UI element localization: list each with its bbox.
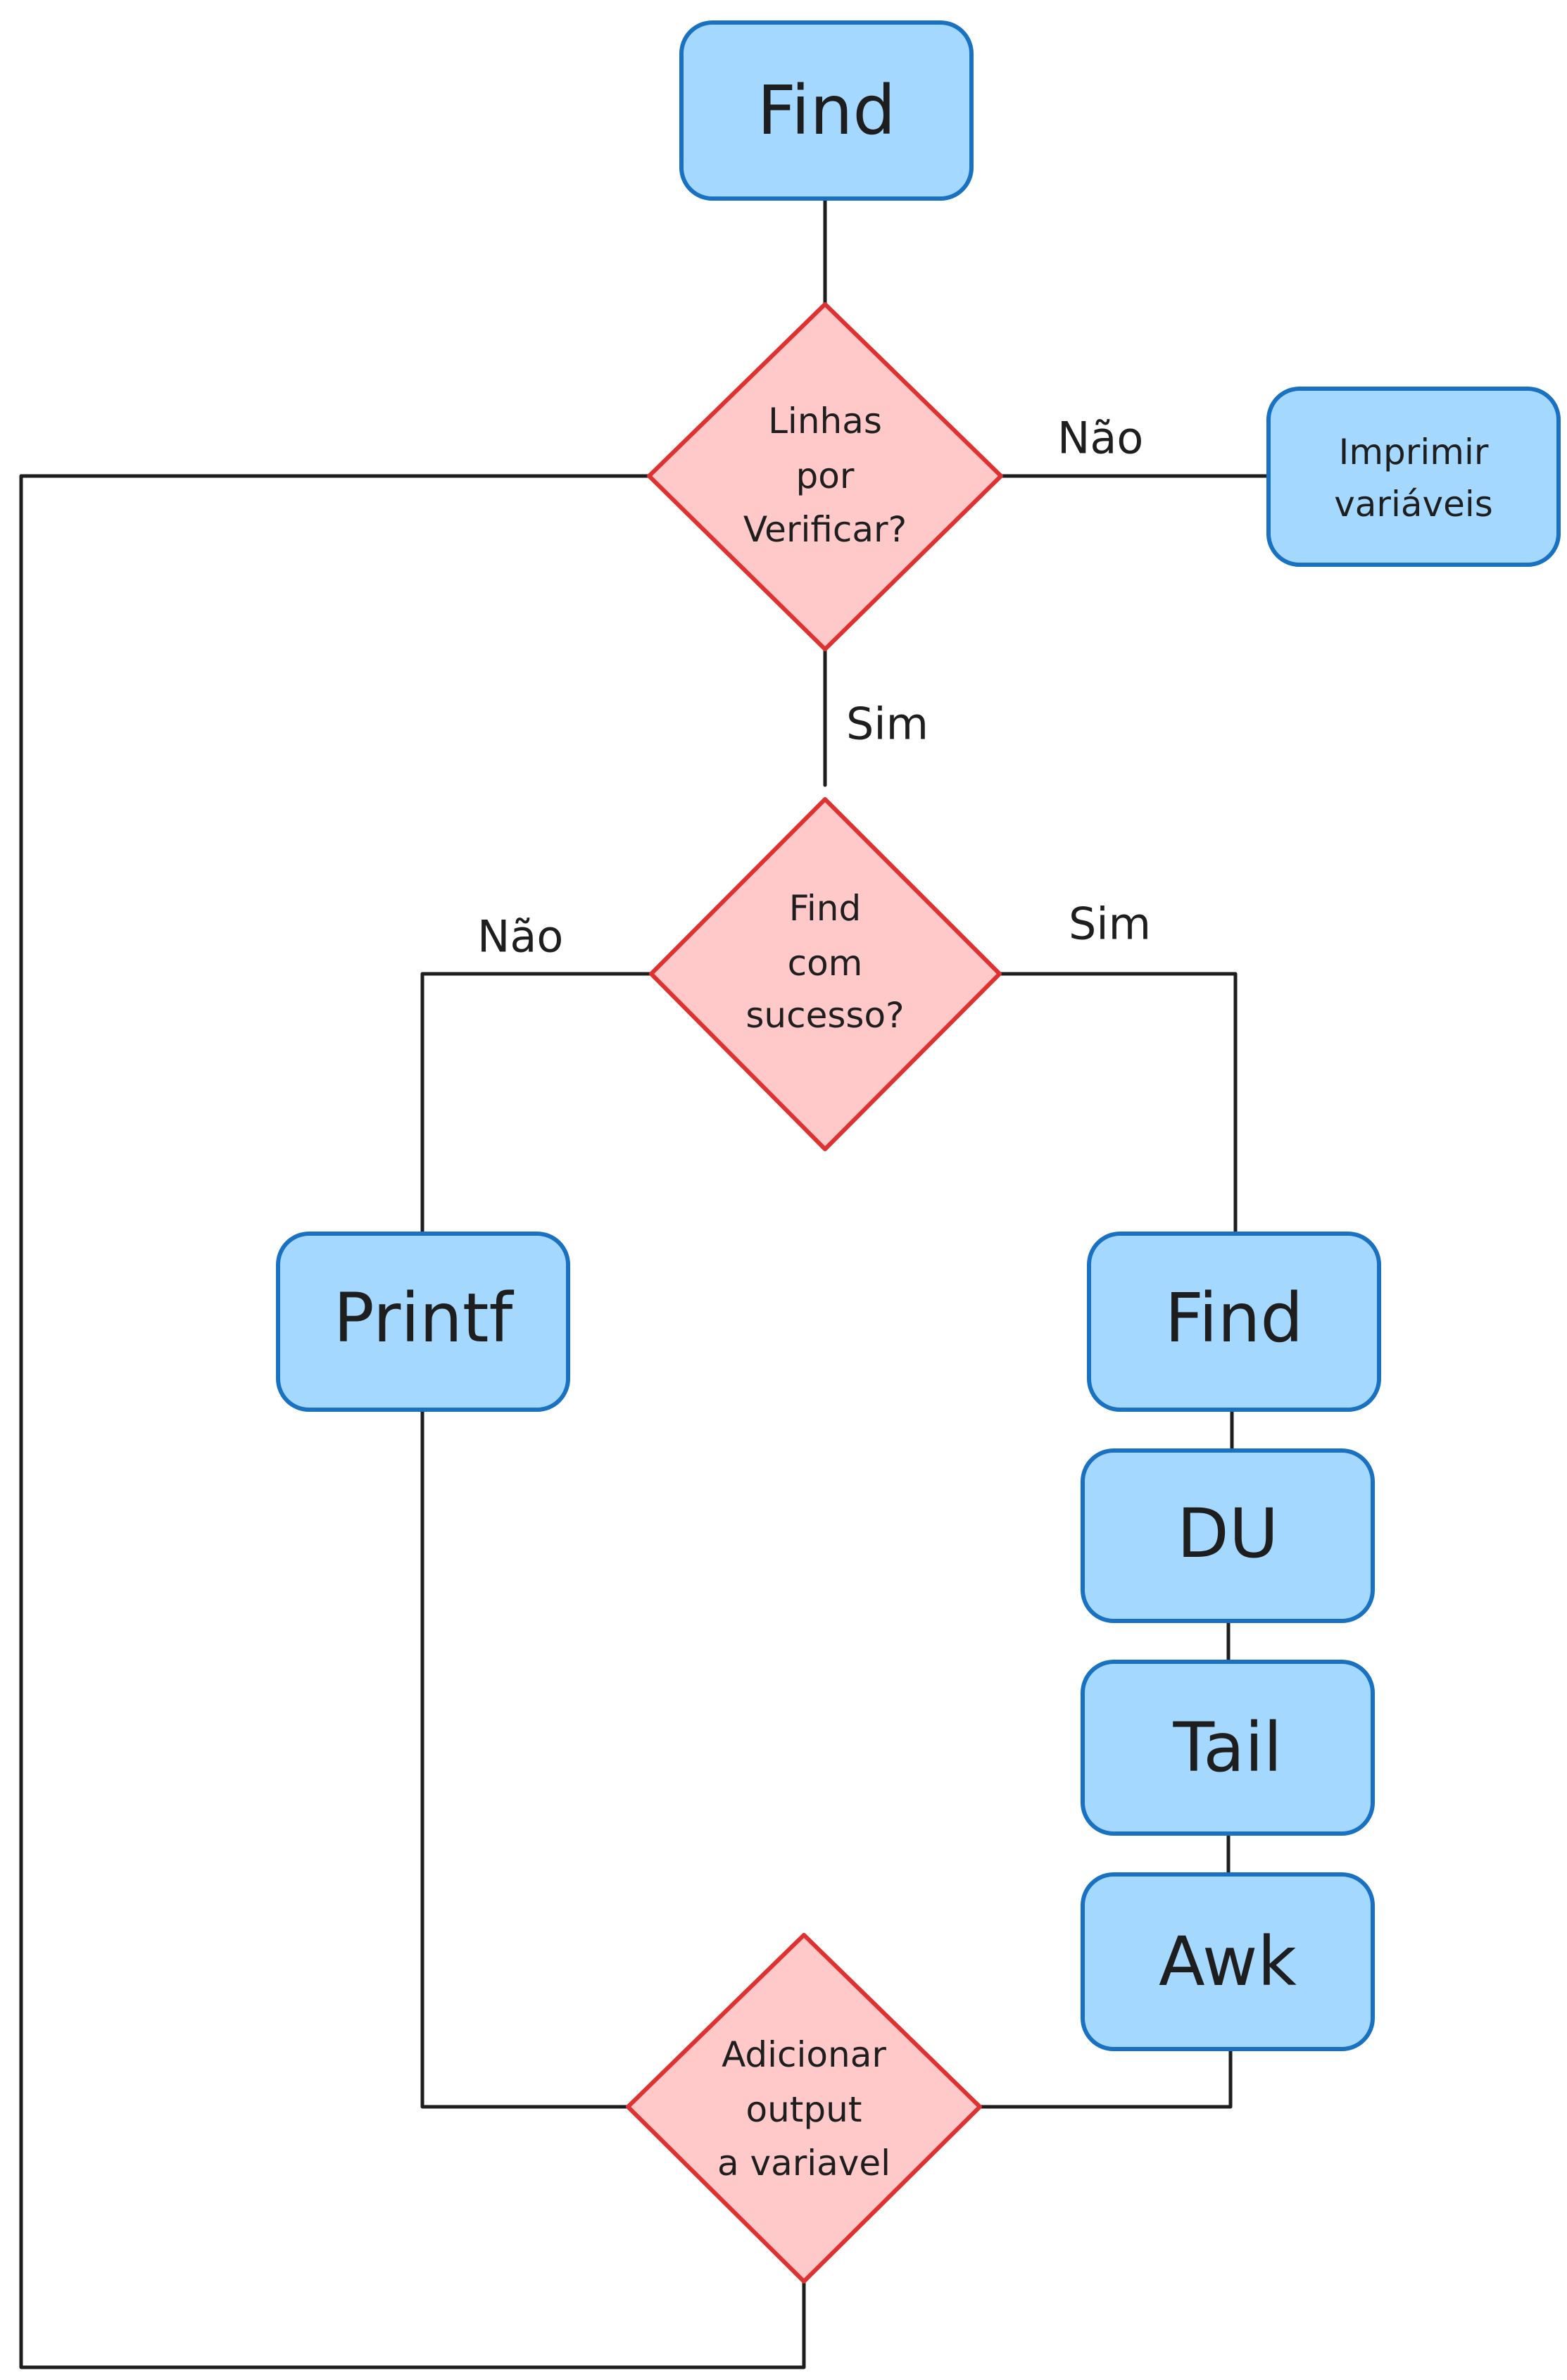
node-find-label: Find	[1165, 1279, 1304, 1358]
node-find: Find	[1087, 1232, 1381, 1412]
decision-lines-line3: Verificar?	[743, 509, 907, 550]
decision-find-line2: com	[788, 943, 863, 984]
node-printf: Printf	[276, 1232, 570, 1412]
decision-add-line1: Adicionar	[722, 2034, 886, 2075]
node-tail-label: Tail	[1173, 1708, 1283, 1787]
node-tail: Tail	[1081, 1660, 1375, 1836]
decision-add-output: Adicionar output a variavel	[626, 1933, 982, 2284]
edge-label-sim-top: Sim	[846, 699, 929, 750]
edge-awk-to-add	[978, 2047, 1233, 2109]
node-find-top: Find	[679, 20, 974, 201]
node-du-label: DU	[1177, 1494, 1278, 1573]
decision-find-line1: Find	[789, 888, 861, 929]
node-print-vars: Imprimir variáveis	[1266, 387, 1561, 567]
node-find-top-label: Find	[757, 71, 896, 150]
edge-add-loop-to-lines	[19, 474, 806, 2369]
node-awk: Awk	[1081, 1872, 1375, 2051]
edge-label-nao-left: Não	[477, 911, 563, 963]
decision-add-line3: a variavel	[717, 2143, 891, 2184]
edge-findok-sim-to-find	[998, 972, 1238, 1236]
connectors	[19, 196, 1271, 2369]
decision-lines-line1: Linhas	[768, 401, 882, 441]
decision-add-line2: output	[746, 2089, 862, 2130]
edge-label-sim-right: Sim	[1069, 898, 1151, 950]
edge-label-nao-top: Não	[1057, 413, 1143, 464]
node-print-vars-line1: Imprimir	[1339, 432, 1489, 472]
decision-lines-line2: por	[796, 456, 855, 496]
node-awk-label: Awk	[1159, 1922, 1297, 2001]
edge-findok-nao-to-printf	[420, 972, 653, 1236]
decision-find-success: Find com sucesso?	[649, 797, 1002, 1151]
node-printf-label: Printf	[334, 1279, 515, 1358]
edge-printf-to-add	[420, 1408, 630, 2109]
node-print-vars-line2: variáveis	[1334, 484, 1493, 525]
decision-lines-to-check: Linhas por Verificar?	[647, 302, 1003, 651]
decision-find-line3: sucesso?	[745, 995, 904, 1036]
node-du: DU	[1081, 1448, 1375, 1623]
